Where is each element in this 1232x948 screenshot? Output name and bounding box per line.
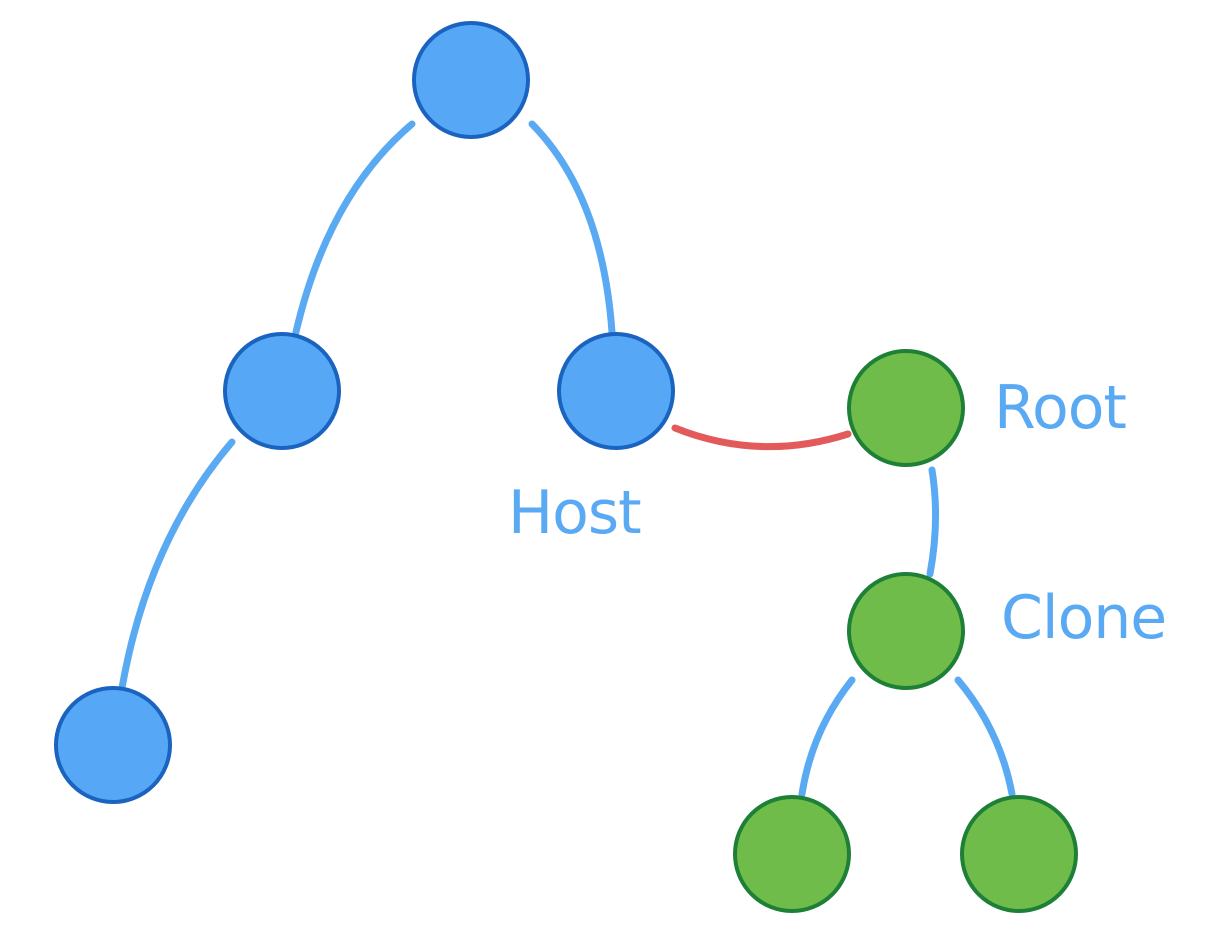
- clone-tree-nodes: [733, 349, 1078, 913]
- host-label: Host: [508, 478, 641, 548]
- edge-host-root-to-right: [528, 120, 616, 336]
- clone-left-leaf-node: [733, 795, 851, 913]
- edge-host-left-to-leaf: [118, 438, 236, 692]
- node-labels: Host Root Clone: [508, 373, 1167, 653]
- host-tree-leaf-node: [54, 686, 172, 804]
- edge-clone-to-right-leaf: [954, 676, 1016, 798]
- root-node: [847, 349, 965, 467]
- clone-right-leaf-node: [960, 795, 1078, 913]
- edge-host-root-to-left: [292, 120, 416, 336]
- host-tree-nodes: [54, 21, 675, 804]
- edge-clone-to-left-leaf: [798, 676, 856, 798]
- clone-label: Clone: [1001, 583, 1166, 653]
- root-label: Root: [994, 373, 1126, 443]
- host-node: [557, 332, 675, 450]
- host-tree-left-node: [223, 332, 341, 450]
- clone-node: [847, 572, 965, 690]
- host-tree-root-node: [412, 21, 530, 139]
- edge-clone-root-to-clone: [926, 466, 940, 578]
- host-tree-edges: [118, 120, 616, 692]
- host-to-root-link: [671, 424, 852, 451]
- clone-tree-edges: [798, 466, 1016, 798]
